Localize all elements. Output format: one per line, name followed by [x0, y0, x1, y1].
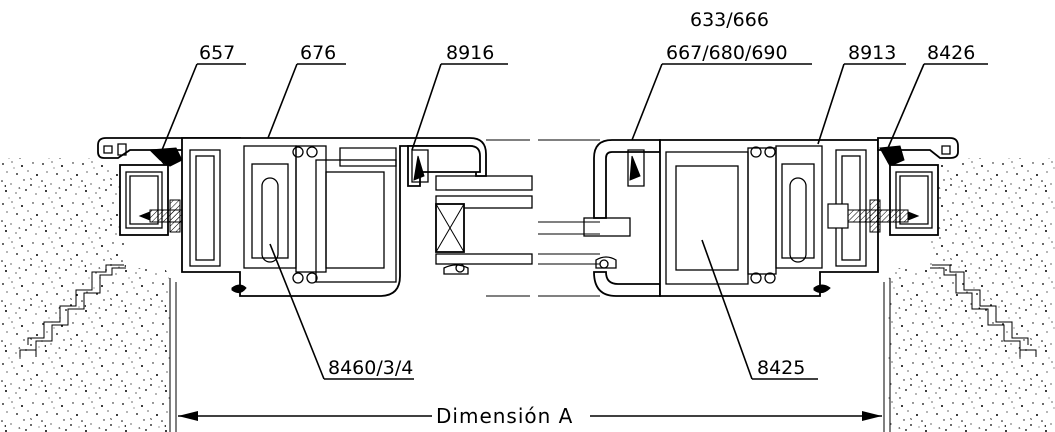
svg-text:8425: 8425	[757, 357, 805, 379]
label-667: 667/680/690	[631, 42, 812, 141]
svg-text:676: 676	[300, 42, 336, 64]
label-8425: 8425	[701, 239, 818, 380]
left-frame-assembly	[97, 137, 533, 297]
wall-right-steps-2	[930, 267, 1021, 357]
svg-text:657: 657	[199, 42, 235, 64]
svg-text:Dimensión A: Dimensión A	[436, 404, 573, 428]
svg-text:8913: 8913	[848, 42, 896, 64]
svg-text:8916: 8916	[446, 42, 494, 64]
svg-text:8460/3/4: 8460/3/4	[328, 357, 413, 379]
right-frame-assembly	[583, 137, 959, 297]
wall-right-steps-3	[1020, 349, 1037, 357]
label-657: 657	[161, 42, 246, 151]
label-8426: 8426	[887, 42, 988, 149]
wall-left-steps	[27, 264, 124, 345]
label-8916: 8916	[411, 42, 508, 151]
svg-text:8426: 8426	[927, 42, 975, 64]
label-676: 676	[267, 42, 346, 139]
wall-left	[0, 158, 126, 432]
svg-text:633/666: 633/666	[690, 9, 769, 31]
svg-text:667/680/690: 667/680/690	[666, 42, 788, 64]
wall-left-lower	[20, 268, 170, 432]
wall-left-steps-3	[19, 349, 36, 357]
wall-right-steps	[932, 264, 1029, 345]
label-8913: 8913	[817, 42, 906, 145]
label-633: 633/666	[690, 9, 769, 31]
wall-right-lower	[888, 268, 1036, 432]
label-8460: 8460/3/4	[269, 243, 414, 380]
dimension-a: Dimensión A	[178, 404, 882, 428]
wall-right	[930, 158, 1055, 432]
wall-left-steps-2	[35, 267, 126, 357]
